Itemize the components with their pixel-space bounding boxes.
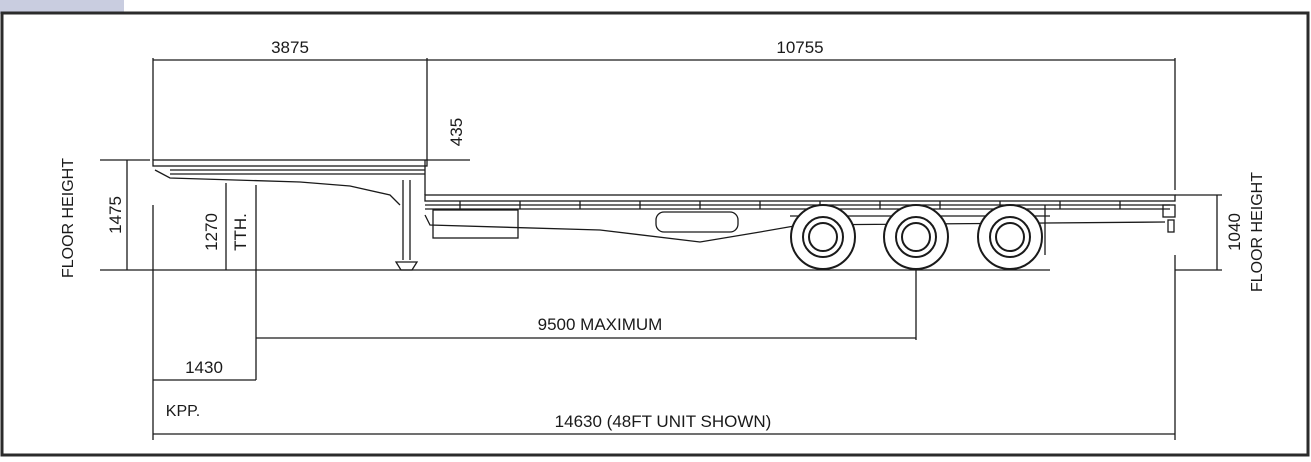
label-tth: TTH. [231, 213, 250, 251]
front-deck [152, 159, 428, 167]
corner-tab [0, 0, 124, 14]
label-front-floor-height: 1475 [106, 196, 125, 234]
label-rear-floor-height: 1040 [1225, 213, 1244, 251]
gooseneck-frame [154, 169, 401, 206]
frame-border [0, 11, 1310, 457]
landing-foot [394, 261, 419, 271]
label-floor-height-right: FLOOR HEIGHT [1249, 172, 1266, 292]
label-floor-height-left: FLOOR HEIGHT [60, 158, 77, 278]
wheels [790, 204, 1043, 270]
toolbox [432, 209, 519, 239]
label-front-overhang: 3875 [271, 38, 309, 57]
tank [655, 211, 739, 233]
dimension-lines [100, 58, 1222, 440]
main-deck [424, 194, 1176, 202]
label-tth-value: 1270 [202, 213, 221, 251]
label-main-deck: 10755 [776, 38, 823, 57]
label-kingpin-offset: 1430 [185, 358, 223, 377]
label-step-height: 435 [447, 118, 466, 146]
label-kpp: KPP. [166, 403, 200, 420]
rear-bumper [1162, 204, 1176, 218]
label-kingpin-to-axle: 9500 MAXIMUM [538, 315, 663, 334]
label-overall-length: 14630 (48FT UNIT SHOWN) [555, 412, 772, 431]
